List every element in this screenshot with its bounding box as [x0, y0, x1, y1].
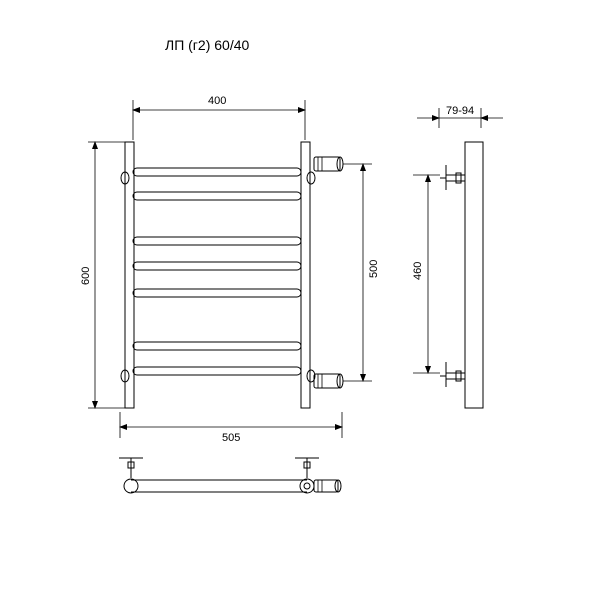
top-inlet-fitting [313, 156, 344, 172]
dim-505-label: 505 [222, 432, 240, 444]
front-view: 400 600 500 505 [80, 95, 380, 444]
dim-460-label: 460 [412, 262, 424, 280]
rung [132, 261, 302, 271]
right-top-bracket [306, 171, 316, 185]
top-right-mount [295, 457, 319, 478]
rung [132, 341, 302, 351]
top-left-end [123, 478, 139, 494]
rung [132, 366, 302, 376]
left-bottom-bracket [120, 369, 130, 383]
top-view [119, 457, 342, 494]
side-bottom-bracket [440, 362, 466, 387]
left-post [124, 141, 135, 409]
dim-500: 500 [343, 163, 380, 382]
top-left-mount [119, 457, 143, 478]
top-right-fitting [313, 479, 342, 493]
rung [132, 236, 302, 246]
dim-400: 400 [132, 95, 306, 140]
rung [132, 191, 302, 201]
dim-79-94-label: 79-94 [446, 105, 474, 117]
top-right-end [299, 478, 315, 494]
dim-500-label: 500 [368, 260, 380, 278]
rung [132, 288, 302, 298]
dim-600: 600 [80, 141, 125, 409]
rung [132, 167, 302, 177]
drawing-title: ЛП (г2) 60/40 [165, 37, 249, 53]
dim-505: 505 [119, 412, 343, 444]
side-view: 79-94 460 [412, 105, 503, 409]
rungs [132, 167, 302, 376]
left-top-bracket [120, 171, 130, 185]
bottom-inlet-fitting [313, 373, 344, 389]
dim-600-label: 600 [80, 267, 92, 285]
right-post [300, 141, 311, 409]
side-top-bracket [440, 165, 466, 190]
dim-400-label: 400 [208, 95, 226, 107]
dim-79-94: 79-94 [417, 105, 503, 128]
dim-460: 460 [412, 174, 440, 374]
right-bottom-bracket [306, 369, 316, 383]
side-post [464, 141, 484, 409]
